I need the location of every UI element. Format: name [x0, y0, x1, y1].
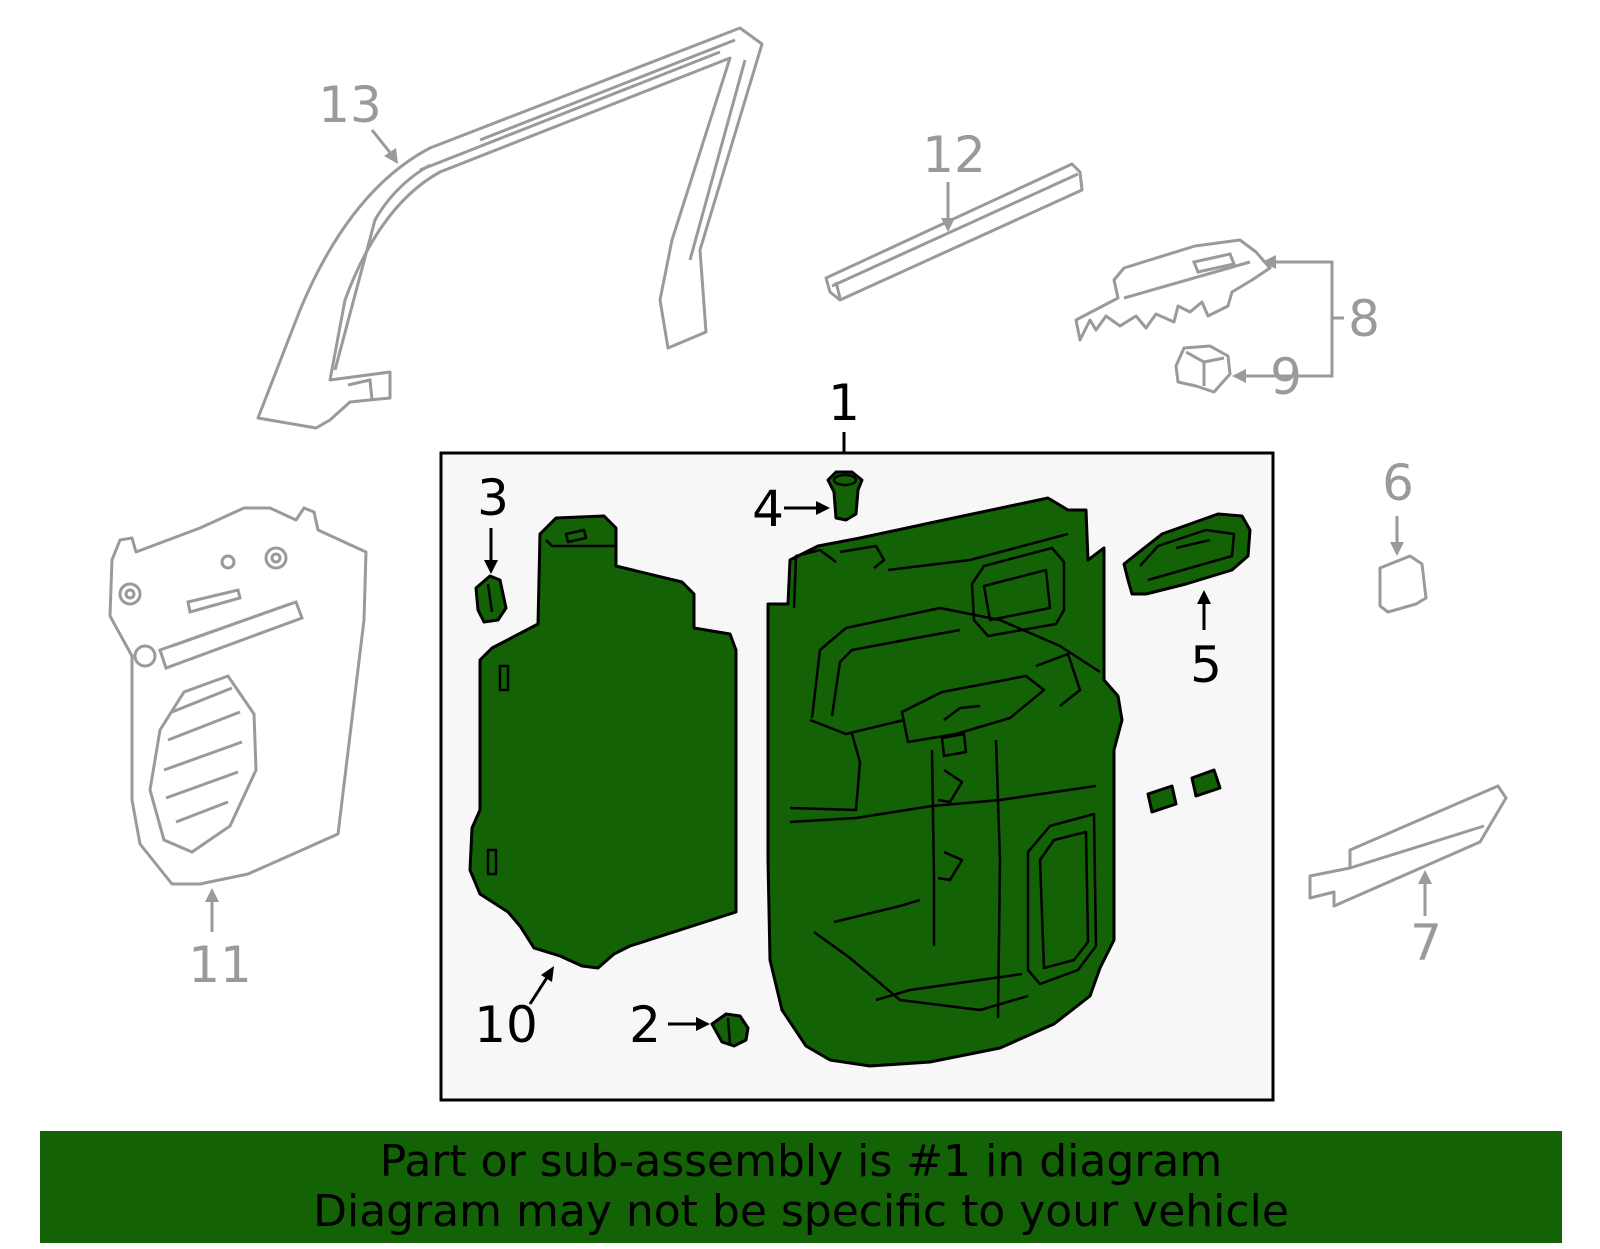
arrow-3 [484, 560, 498, 574]
arrow-4 [816, 501, 830, 515]
callout-13: 13 [318, 76, 382, 134]
small-clips [1146, 768, 1222, 814]
arrow-5 [1197, 590, 1211, 604]
callout-bracket-8-9 [1232, 255, 1344, 383]
callout-5: 5 [1190, 636, 1222, 694]
part-10-insulator [468, 514, 738, 970]
leader-10 [528, 975, 550, 1005]
callout-6: 6 [1382, 454, 1414, 512]
part-2-grommet [710, 1012, 750, 1048]
callout-9: 9 [1270, 348, 1302, 406]
part-1-door-trim-panel [766, 496, 1124, 1068]
arrow-2 [696, 1017, 710, 1031]
callout-3: 3 [477, 469, 509, 527]
part-4-push-pin [826, 470, 864, 522]
part-11-inner-panel [108, 506, 368, 886]
info-banner: Part or sub-assembly is #1 in diagram Di… [40, 1131, 1562, 1243]
callout-8: 8 [1348, 290, 1380, 348]
part-5-inside-handle [1122, 512, 1252, 596]
arrow-13 [384, 148, 398, 164]
arrow-12 [941, 218, 955, 232]
arrow-6 [1390, 542, 1404, 556]
part-12-weatherstrip [824, 162, 1084, 302]
arrow-11 [205, 888, 219, 902]
part-3-clip [474, 574, 508, 624]
callout-12: 12 [922, 126, 986, 184]
callout-7: 7 [1410, 914, 1442, 972]
part-8-switch-bezel [1074, 238, 1272, 342]
part-7-garnish [1308, 784, 1508, 908]
callout-2: 2 [629, 996, 661, 1054]
part-9-switch [1174, 344, 1232, 394]
part-13-door-frame [256, 26, 764, 430]
callout-10: 10 [474, 996, 538, 1054]
part-6-clip [1378, 554, 1428, 614]
callout-11: 11 [188, 936, 252, 994]
leader-13 [370, 129, 394, 156]
callout-4: 4 [752, 480, 784, 538]
banner-line-1: Part or sub-assembly is #1 in diagram [379, 1136, 1223, 1187]
callout-1: 1 [828, 374, 860, 432]
arrow-7 [1418, 870, 1432, 884]
banner-line-2: Diagram may not be specific to your vehi… [313, 1186, 1289, 1237]
arrow-10 [541, 966, 554, 982]
